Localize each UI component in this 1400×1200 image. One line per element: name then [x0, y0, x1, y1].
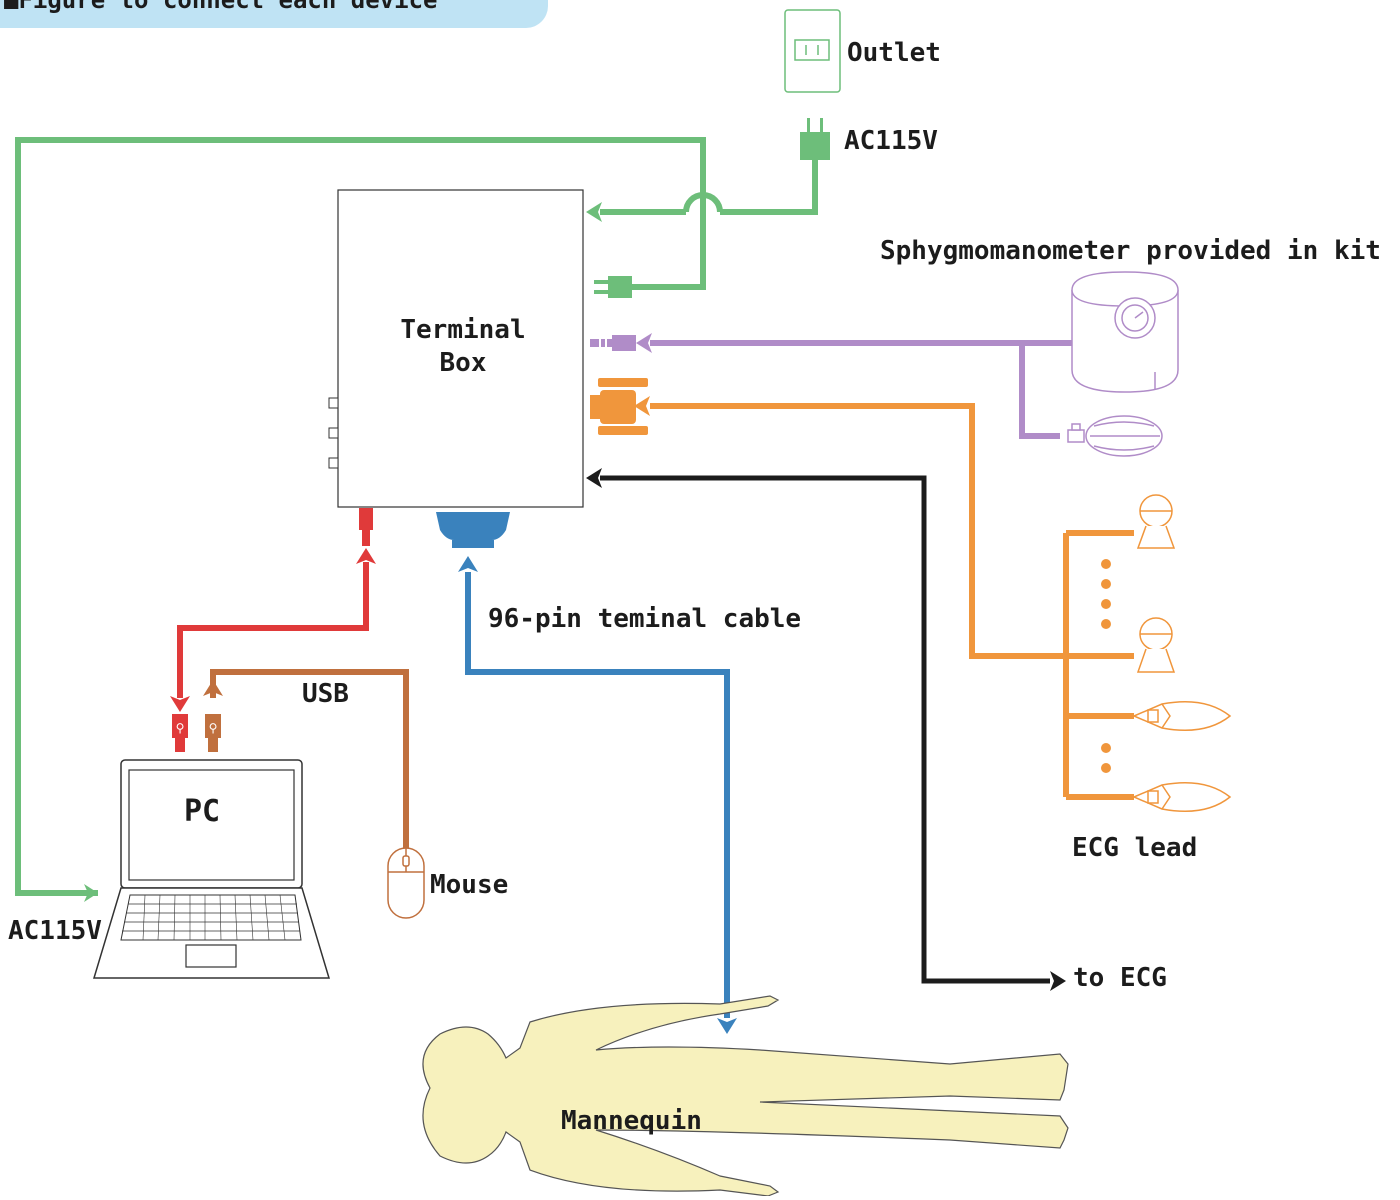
terminal-box-power-plug: [594, 276, 703, 298]
pc-label: PC: [184, 794, 221, 829]
power-cable-terminal-box: [586, 160, 818, 222]
usb-plug-icon: ⚲: [172, 714, 188, 752]
ecg-clip-electrode-icon: [1132, 782, 1232, 812]
cable-96pin: [436, 512, 737, 1034]
laptop-icon: [92, 759, 331, 979]
figure-banner-title: ■Figure to connect each device: [4, 0, 438, 14]
sphygmomanometer-label: Sphygmomanometer provided in kit: [880, 236, 1381, 266]
terminal-box-label: Terminal Box: [400, 315, 526, 378]
keyboard-keys: [142, 894, 286, 941]
mouse-label: Mouse: [430, 870, 509, 900]
power-cable-pc: [15, 137, 706, 902]
ecg-dots: [1101, 559, 1111, 773]
ecg-output-cable: [586, 468, 1066, 991]
ecg-suction-electrode-icon: [1136, 494, 1176, 549]
usb-plug-icon: ⚲: [205, 714, 221, 752]
outlet-icon: [784, 9, 841, 93]
terminal-box: [328, 189, 584, 508]
figure-banner: ■Figure to connect each device: [0, 0, 548, 28]
mannequin-figure: [422, 995, 1069, 1197]
ecg-cable: [650, 403, 1134, 800]
cable-96pin-label: 96-pin teminal cable: [488, 604, 802, 634]
svg-text:⚲: ⚲: [176, 721, 185, 735]
usb-cable-mouse: [203, 669, 409, 848]
ac-pc-label: AC115V: [8, 916, 102, 946]
sphygmomanometer-icon: [1067, 271, 1179, 457]
ecg-clip-electrode-icon: [1132, 701, 1232, 731]
to-ecg-label: to ECG: [1073, 963, 1167, 993]
ac-top-label: AC115V: [844, 126, 938, 156]
ac-plug-icon: [800, 118, 830, 160]
ecg-connector-icon: [590, 378, 650, 435]
outlet-label: Outlet: [847, 38, 941, 68]
ecg-lead-label: ECG lead: [1072, 833, 1198, 863]
mouse-icon: [387, 847, 425, 919]
svg-text:⚲: ⚲: [209, 721, 218, 735]
usb-label: USB: [302, 679, 349, 709]
mannequin-label: Mannequin: [561, 1106, 702, 1136]
usb-cable-terminal-box: [170, 508, 376, 712]
ecg-suction-electrode-icon: [1136, 617, 1176, 673]
sphygmomanometer-cable: [590, 333, 1072, 439]
